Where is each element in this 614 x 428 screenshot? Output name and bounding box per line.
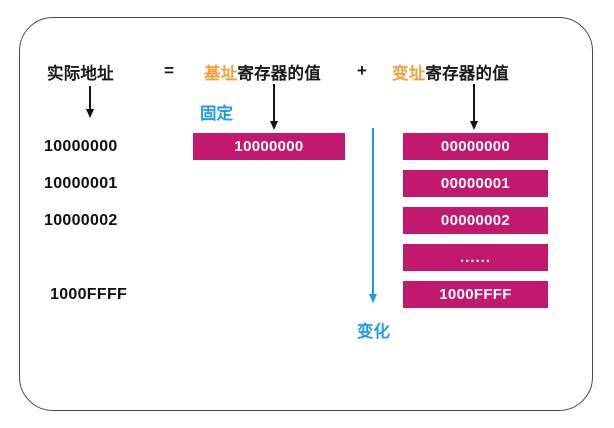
address-label: 10000001 bbox=[44, 175, 118, 192]
header-offset-register: 变址寄存器的值 bbox=[392, 60, 509, 84]
annotation-fixed: 固定 bbox=[200, 105, 233, 123]
header-actual-address: 实际地址 bbox=[47, 65, 114, 83]
header-offset-keyword: 变址 bbox=[392, 65, 426, 83]
offset-value-bar-ellipsis: ...... bbox=[403, 244, 548, 271]
address-label: 1000FFFF bbox=[50, 286, 128, 303]
offset-value-bar: 00000002 bbox=[403, 207, 548, 234]
address-label: 10000000 bbox=[44, 138, 118, 155]
annotation-changing: 变化 bbox=[357, 323, 390, 341]
base-value-bar: 10000000 bbox=[193, 133, 345, 160]
header-equals-sign: = bbox=[164, 61, 175, 80]
address-label: 10000002 bbox=[44, 212, 118, 229]
header-base-keyword: 基址 bbox=[204, 65, 238, 83]
header-base-register: 基址寄存器的值 bbox=[204, 60, 321, 84]
offset-value-bar: 00000000 bbox=[403, 133, 548, 160]
header-base-rest: 寄存器的值 bbox=[237, 65, 321, 83]
header-plus-sign: + bbox=[357, 61, 368, 80]
offset-value-bar: 1000FFFF bbox=[403, 281, 548, 308]
offset-value-bar: 00000001 bbox=[403, 170, 548, 197]
header-offset-rest: 寄存器的值 bbox=[425, 65, 509, 83]
diagram-frame bbox=[19, 17, 593, 411]
